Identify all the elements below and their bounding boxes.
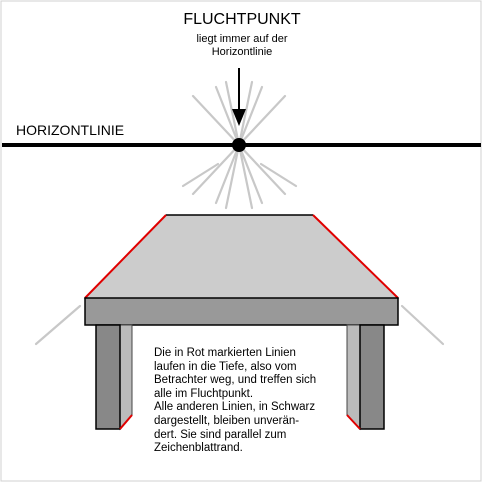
ray-line	[34, 304, 82, 346]
right-leg	[346, 324, 385, 431]
subtitle-line: liegt immer auf der	[196, 33, 288, 45]
table-front-edge	[84, 297, 399, 326]
note-line: dargestellt, bleiben unverän-	[154, 414, 300, 427]
depth-line-left	[84, 214, 167, 299]
note-line: laufen in die Tiefe, also vom	[154, 360, 297, 373]
note-line: Die in Rot markierten Linien	[154, 347, 296, 359]
explanation-note: Die in Rot markierten Linien laufen in d…	[154, 347, 364, 456]
ray-line	[259, 162, 298, 188]
note-line: Zeichenblattrand.	[154, 442, 243, 455]
note-line: dert. Sie sind parallel zum	[154, 428, 287, 441]
vanishing-point	[232, 138, 246, 152]
horizon-label: HORIZONTLINIE	[16, 122, 125, 138]
depth-line-right-leg	[346, 414, 361, 430]
ray-line	[400, 304, 445, 346]
note-line: Betrachter weg, und treffen sich	[154, 374, 317, 387]
note-line: alle im Fluchtpunkt.	[154, 387, 254, 400]
subtitle-line: Horizontlinie	[211, 46, 273, 58]
depth-line-left-leg	[119, 414, 133, 430]
arrow-down-icon	[232, 68, 246, 126]
ray-line	[181, 162, 220, 188]
note-line: Alle anderen Linien, in Schwarz	[154, 401, 316, 414]
depth-line-right	[312, 214, 399, 299]
vanishing-point-subtitle: liegt immer auf der Horizontlinie	[142, 33, 342, 59]
vanishing-point-title: FLUCHTPUNKT	[183, 11, 301, 28]
ray-lines	[34, 80, 445, 346]
left-leg	[95, 324, 133, 431]
